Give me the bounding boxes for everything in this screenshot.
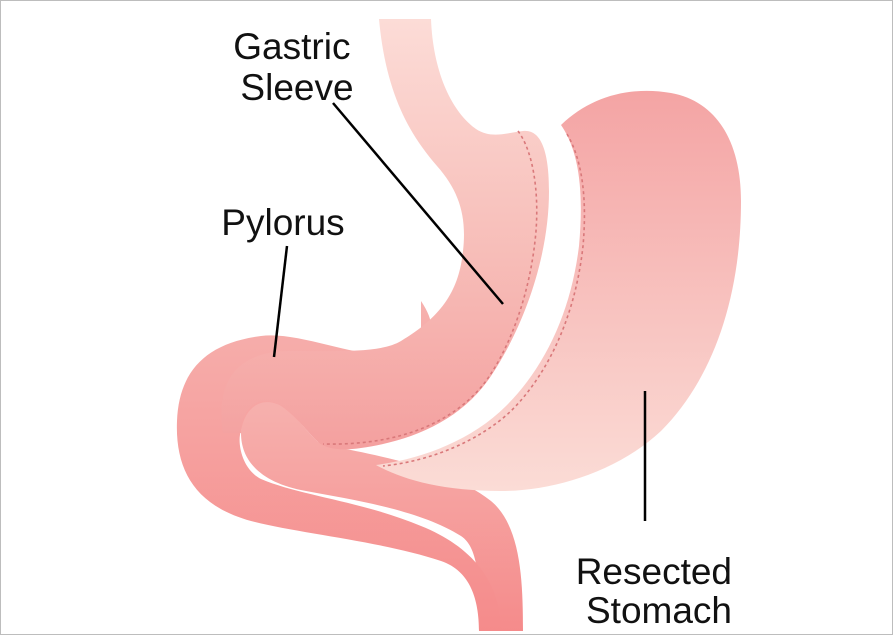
gastric-sleeve-label: Gastric Sleeve: [233, 26, 360, 108]
resected-stomach-label: Resected Stomach: [576, 551, 743, 631]
pylorus-label: Pylorus: [221, 202, 344, 243]
